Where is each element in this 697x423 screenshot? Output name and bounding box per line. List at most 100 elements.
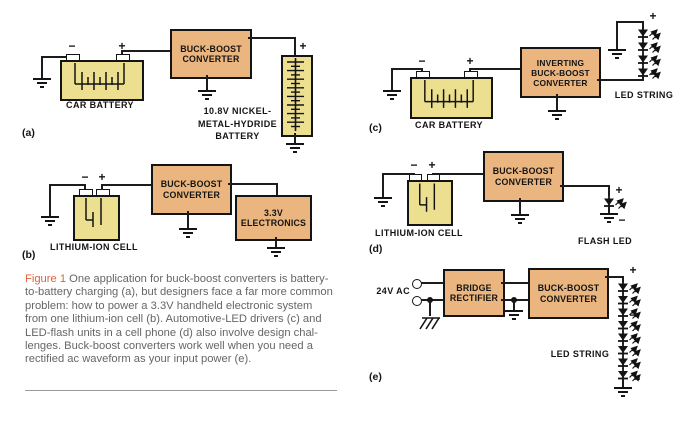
wire [49,184,86,186]
box-text: RECTIFIER [449,293,499,303]
lithium-ion-cell-label: LITHIUM-ION CELL [50,242,138,252]
wire [187,211,189,228]
battery-ladder-icon [286,57,304,131]
lithium-ion-cell-box [73,195,120,241]
wire [49,184,51,216]
terminal-circle [412,279,422,289]
wire [622,379,624,387]
ground-icon [285,143,305,153]
caption-line: from one lithium-ion cell (b). Automotiv… [25,313,322,326]
junction-dot [427,297,433,303]
wire [605,276,624,278]
wire [432,173,483,175]
ground-icon [197,90,217,100]
flash-led-label: FLASH LED [577,236,633,246]
minus-label: − [410,158,418,172]
wire [622,276,624,282]
wire [421,68,423,72]
box-text: BUCK-BOOST [537,283,600,293]
caption-line: to-battery charging (a), but designers f… [25,286,333,299]
junction-dot [511,297,517,303]
terminal-circle [412,296,422,306]
caption-line: lenges. Buck-boost converters work well … [25,340,313,353]
nimh-battery-box [281,55,313,137]
wire [597,79,644,81]
ground-icon [266,247,286,257]
wire [421,282,443,284]
box-text: CONVERTER [494,176,553,187]
plus-label: + [118,39,126,53]
wire [469,68,520,70]
battery-post [464,71,478,78]
ground-icon [178,228,198,238]
wire [41,56,43,78]
ground-icon [599,213,619,223]
wire [642,21,644,29]
wire [616,21,618,49]
wire [469,68,471,72]
plus-label: + [428,158,436,172]
ground-icon [613,387,633,397]
chassis-ground-icon [419,317,441,330]
box-text: BRIDGE [456,282,492,293]
box-text: BUCK-BOOST [180,43,242,54]
box-text: ELECTRONICS [240,218,307,228]
divider [25,390,337,391]
box-text: CONVERTER [533,77,588,88]
wire [429,300,431,316]
wire [391,68,393,90]
ground-icon [510,214,530,224]
wire [421,299,443,301]
wire [391,68,422,70]
wire [608,185,610,196]
wire [501,282,528,284]
battery-cells-icon [423,79,474,108]
minus-label: − [68,39,76,53]
ground-icon [382,90,402,100]
battery-post [427,174,440,181]
caption-line: LED-flash units in a cell phone (d) also… [25,326,318,339]
battery-post [416,71,430,78]
minus-label: − [633,372,641,386]
minus-label: − [418,54,426,68]
wire [560,185,610,187]
wire [121,50,123,55]
wire [513,300,515,310]
battery-post [79,189,93,196]
battery-post [96,189,110,196]
panel-label-a: (a) [22,127,35,139]
minus-label: − [618,213,626,227]
box-text: CONVERTER [162,189,221,200]
wire [519,198,521,214]
battery-post [116,54,130,61]
ground-icon [607,49,627,59]
led-string-label: LED STRING [550,349,610,359]
ground-icon [504,310,524,320]
box-text: CONVERTER [182,54,240,64]
panel-label-d: (d) [369,243,383,255]
wire [294,37,296,55]
plus-label: + [615,183,623,197]
battery-post [66,54,80,61]
minus-label: − [629,308,637,322]
buck-boost-converter-box: BUCK-BOOST CONVERTER [483,151,564,202]
led-string [636,27,666,79]
car-battery-box [60,60,144,101]
plus-label: + [466,54,474,68]
electronics-box: 3.3V ELECTRONICS [235,195,312,241]
wire [275,237,277,247]
battery-post [409,174,422,181]
caption-line: Figure 1 One application for buck-boost … [25,273,329,285]
wire [41,56,72,58]
wire [608,207,610,213]
panel-label-b: (b) [22,249,36,261]
wire [382,173,415,175]
figure-number: Figure 1 [25,273,67,285]
wire [294,133,296,143]
led-string [616,281,646,382]
plus-label: + [299,39,307,53]
box-text: CONVERTER [539,293,598,304]
led-string-label: LED STRING [614,90,674,100]
minus-label: − [81,170,89,184]
